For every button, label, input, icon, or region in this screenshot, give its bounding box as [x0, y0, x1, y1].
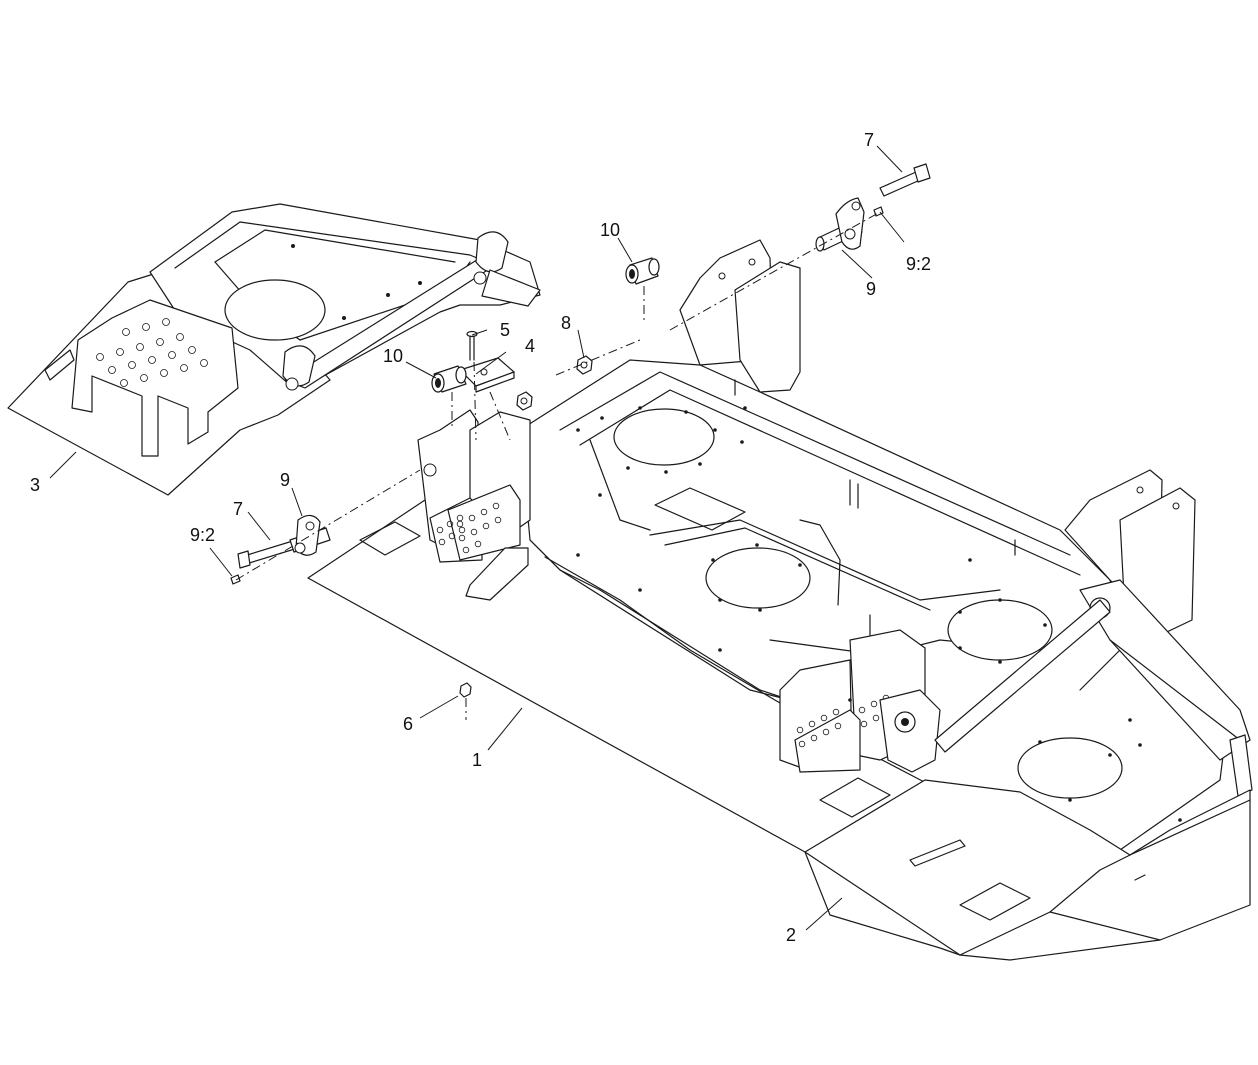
callout-9-2-right: 9:2 — [906, 254, 931, 274]
callout-10-left: 10 — [383, 346, 403, 366]
callout-3: 3 — [30, 475, 40, 495]
part-3-rear-deck — [7, 203, 541, 496]
callout-4: 4 — [525, 336, 535, 356]
part-2-front-plate — [804, 779, 1251, 961]
callout-7-left: 7 — [233, 499, 243, 519]
callout-9-left: 9 — [280, 470, 290, 490]
pivot-right-assembly — [815, 163, 931, 252]
part-5-screw — [466, 330, 478, 361]
part-10-bushing-right — [625, 257, 660, 285]
callout-5: 5 — [500, 320, 510, 340]
left-bracket-holes — [436, 502, 502, 554]
footrest-perforations — [96, 318, 208, 387]
callout-1: 1 — [472, 750, 482, 770]
part-4-plate — [459, 357, 515, 393]
callout-leaders — [49, 145, 905, 931]
callout-7-right: 7 — [864, 130, 874, 150]
part-1-main-deck — [307, 239, 1253, 956]
callout-2: 2 — [786, 925, 796, 945]
assembly-centerlines — [235, 211, 881, 720]
callout-9-2-left: 9:2 — [190, 525, 215, 545]
pivot-left-assembly — [230, 514, 331, 585]
part-6-nut — [459, 682, 472, 698]
callout-9-right: 9 — [866, 279, 876, 299]
callout-10-right: 10 — [600, 220, 620, 240]
callout-6: 6 — [403, 714, 413, 734]
nut-left-detail — [516, 391, 533, 411]
callout-8: 8 — [561, 313, 571, 333]
part-10-bushing-left — [431, 365, 467, 393]
part-8-nut — [576, 355, 593, 375]
callout-labels: 1 2 3 4 5 6 7 7 8 9 9 9:2 9:2 10 10 — [30, 130, 931, 945]
